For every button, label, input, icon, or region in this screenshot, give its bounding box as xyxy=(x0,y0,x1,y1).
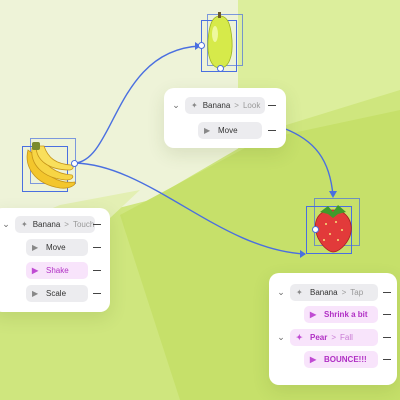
more-button[interactable] xyxy=(383,359,391,361)
output-handle[interactable] xyxy=(71,160,78,167)
action-pill[interactable]: ▶ Scale xyxy=(26,285,88,302)
action-label: Scale xyxy=(46,289,67,298)
action-pill[interactable]: ▶ Shrink a bit xyxy=(304,306,378,323)
banana-icon xyxy=(26,142,76,189)
trigger-separator: > xyxy=(234,101,239,110)
play-triangle-icon: ▶ xyxy=(32,243,39,252)
banana-object[interactable] xyxy=(20,136,78,194)
strawberry-object[interactable] xyxy=(304,196,362,256)
sparkle-icon: ✦ xyxy=(191,101,198,110)
arrowhead-strawberry xyxy=(300,250,306,258)
trigger-pill[interactable]: ✦ Pear > Fall xyxy=(290,329,378,346)
strawberry-icon xyxy=(315,205,352,253)
chevron-down-icon[interactable]: ⌄ xyxy=(172,100,180,110)
play-triangle-icon: ▶ xyxy=(32,266,39,275)
more-button[interactable] xyxy=(383,314,391,316)
banana-behavior-panel: ⌄ ✦ Banana > Touch ▶ Move ▶ Shake ▶ Scal… xyxy=(0,208,110,312)
sparkle-icon: ✦ xyxy=(21,220,28,229)
trigger-event: Touch xyxy=(72,220,95,229)
more-button[interactable] xyxy=(268,130,276,132)
action-pill-selected[interactable]: ▶ Shake xyxy=(26,262,88,279)
more-button[interactable] xyxy=(383,292,391,294)
pear-icon xyxy=(207,12,233,69)
play-triangle-icon: ▶ xyxy=(310,355,317,364)
trigger-object: Banana xyxy=(32,220,61,229)
input-handle[interactable] xyxy=(312,226,319,233)
more-button[interactable] xyxy=(93,224,101,226)
trigger-pill[interactable]: ✦ Banana > Touch xyxy=(15,216,95,233)
action-pill[interactable]: ▶ Move xyxy=(198,122,262,139)
trigger-object: Banana xyxy=(202,101,231,110)
action-pill[interactable]: ▶ BOUNCE!!! xyxy=(304,351,378,368)
more-button[interactable] xyxy=(93,293,101,295)
trigger-object: Pear xyxy=(310,333,328,342)
connector-banana-to-pear xyxy=(74,45,201,164)
pear-object[interactable] xyxy=(197,10,243,74)
trigger-event: Tap xyxy=(350,288,364,297)
sparkle-icon: ✦ xyxy=(296,333,303,342)
action-label: Move xyxy=(218,126,238,135)
action-label: Shake xyxy=(46,266,69,275)
chevron-down-icon[interactable]: ⌄ xyxy=(277,332,285,342)
chevron-down-icon[interactable]: ⌄ xyxy=(2,219,10,229)
more-button[interactable] xyxy=(268,105,276,107)
trigger-pill[interactable]: ✦ Banana > Tap xyxy=(290,284,378,301)
action-label: Move xyxy=(46,243,66,252)
play-triangle-icon: ▶ xyxy=(32,289,39,298)
action-label: BOUNCE!!! xyxy=(324,355,367,364)
strawberry-behavior-panel: ⌄ ✦ Banana > Tap ▶ Shrink a bit ⌄ ✦ Pear… xyxy=(269,273,397,385)
input-handle[interactable] xyxy=(198,42,205,49)
trigger-event: Look xyxy=(242,101,261,110)
play-triangle-icon: ▶ xyxy=(204,126,211,135)
more-button[interactable] xyxy=(93,247,101,249)
output-handle[interactable] xyxy=(217,65,224,72)
sparkle-icon: ✦ xyxy=(296,288,303,297)
action-label: Shrink a bit xyxy=(324,310,368,319)
trigger-pill[interactable]: ✦ Banana > Look xyxy=(185,97,265,114)
chevron-down-icon[interactable]: ⌄ xyxy=(277,287,285,297)
more-button[interactable] xyxy=(383,337,391,339)
pear-behavior-panel: ⌄ ✦ Banana > Look ▶ Move xyxy=(164,88,286,148)
trigger-separator: > xyxy=(64,220,69,229)
trigger-separator: > xyxy=(341,288,347,297)
arrowhead-strawberry-top xyxy=(329,191,337,198)
play-triangle-icon: ▶ xyxy=(310,310,317,319)
trigger-separator: > xyxy=(331,333,337,342)
trigger-object: Banana xyxy=(310,288,338,297)
connector-banana-to-strawberry xyxy=(74,162,306,255)
action-pill[interactable]: ▶ Move xyxy=(26,239,88,256)
connector-pear-to-strawberry xyxy=(282,127,334,197)
trigger-event: Fall xyxy=(340,333,353,342)
more-button[interactable] xyxy=(93,270,101,272)
